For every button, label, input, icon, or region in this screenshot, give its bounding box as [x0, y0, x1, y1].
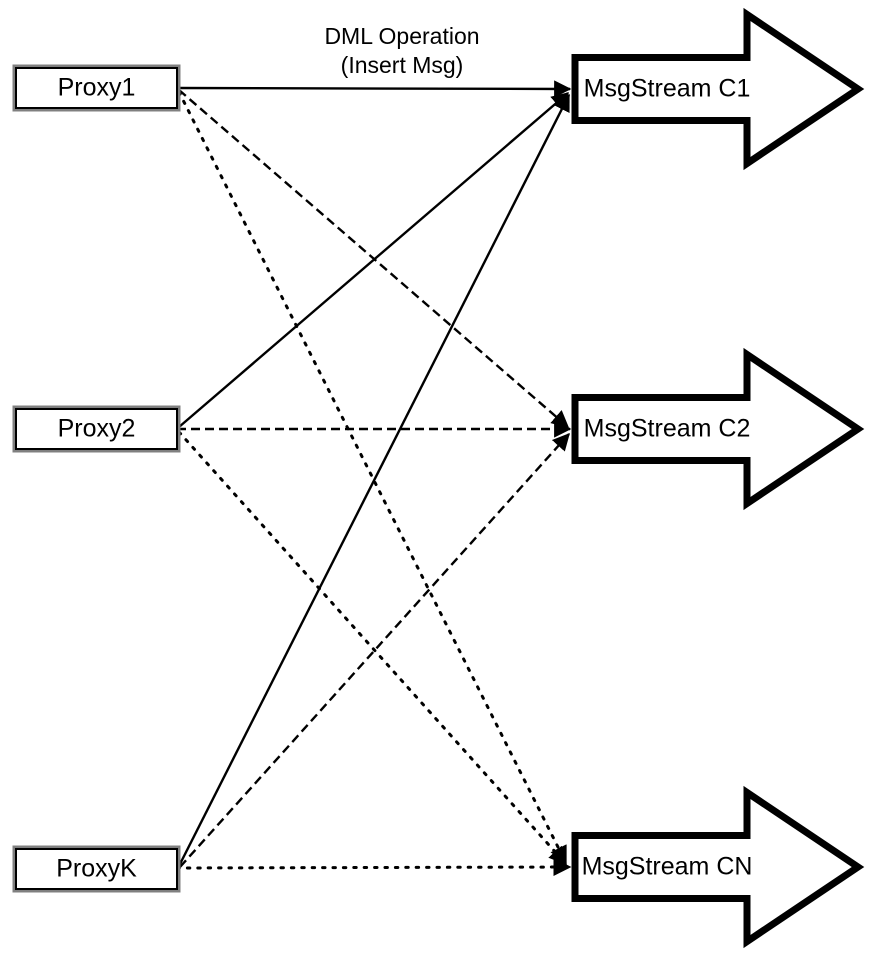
proxy-label: Proxy2: [58, 415, 136, 443]
msgstream-node-c2[interactable]: MsgStream C2: [571, 347, 865, 511]
proxy-box-border: [15, 848, 178, 890]
link-proxyk-c1: [177, 93, 571, 867]
link-proxy2-c1: [178, 92, 570, 428]
proxy-label: ProxyK: [56, 855, 137, 883]
link-line-dotted: [175, 858, 572, 877]
link-line-solid: [177, 93, 571, 867]
msgstream-label: MsgStream CN: [582, 853, 753, 881]
link-line-solid: [178, 92, 570, 428]
link-line-dotted: [177, 90, 568, 865]
proxy-node-proxyk[interactable]: ProxyK: [12, 845, 181, 893]
edge-label-line-1: DML Operation: [324, 23, 479, 49]
msgstream-label: MsgStream C2: [584, 415, 751, 443]
msgstream-node-cn[interactable]: MsgStream CN: [571, 785, 865, 949]
msgstream-node-c1[interactable]: MsgStream C1: [571, 7, 865, 171]
link-line-dotted: [177, 430, 568, 866]
link-proxy1-c1: [176, 80, 572, 98]
edge-label-dml-operation: DML Operation (Insert Msg): [324, 23, 479, 78]
msgstream-label: MsgStream C1: [584, 75, 751, 103]
block-arrow-icon: [571, 7, 865, 171]
links-layer: [175, 80, 572, 877]
link-line-solid: [176, 80, 572, 98]
proxy-box-border: [15, 408, 178, 450]
proxy-node-proxy1[interactable]: Proxy1: [12, 64, 181, 112]
link-proxy2-cn: [177, 430, 568, 866]
link-proxyk-cn: [175, 858, 572, 877]
block-arrow-icon: [571, 347, 865, 511]
edge-label-line-2: (Insert Msg): [341, 52, 464, 78]
block-arrow-icon: [571, 785, 865, 949]
proxy-box-border: [15, 67, 178, 109]
proxy-node-proxy2[interactable]: Proxy2: [12, 405, 181, 453]
streams-layer: MsgStream C1 MsgStream C2 MsgStream CN: [571, 7, 865, 949]
proxy-label: Proxy1: [58, 74, 136, 102]
link-proxy1-cn: [177, 90, 568, 865]
